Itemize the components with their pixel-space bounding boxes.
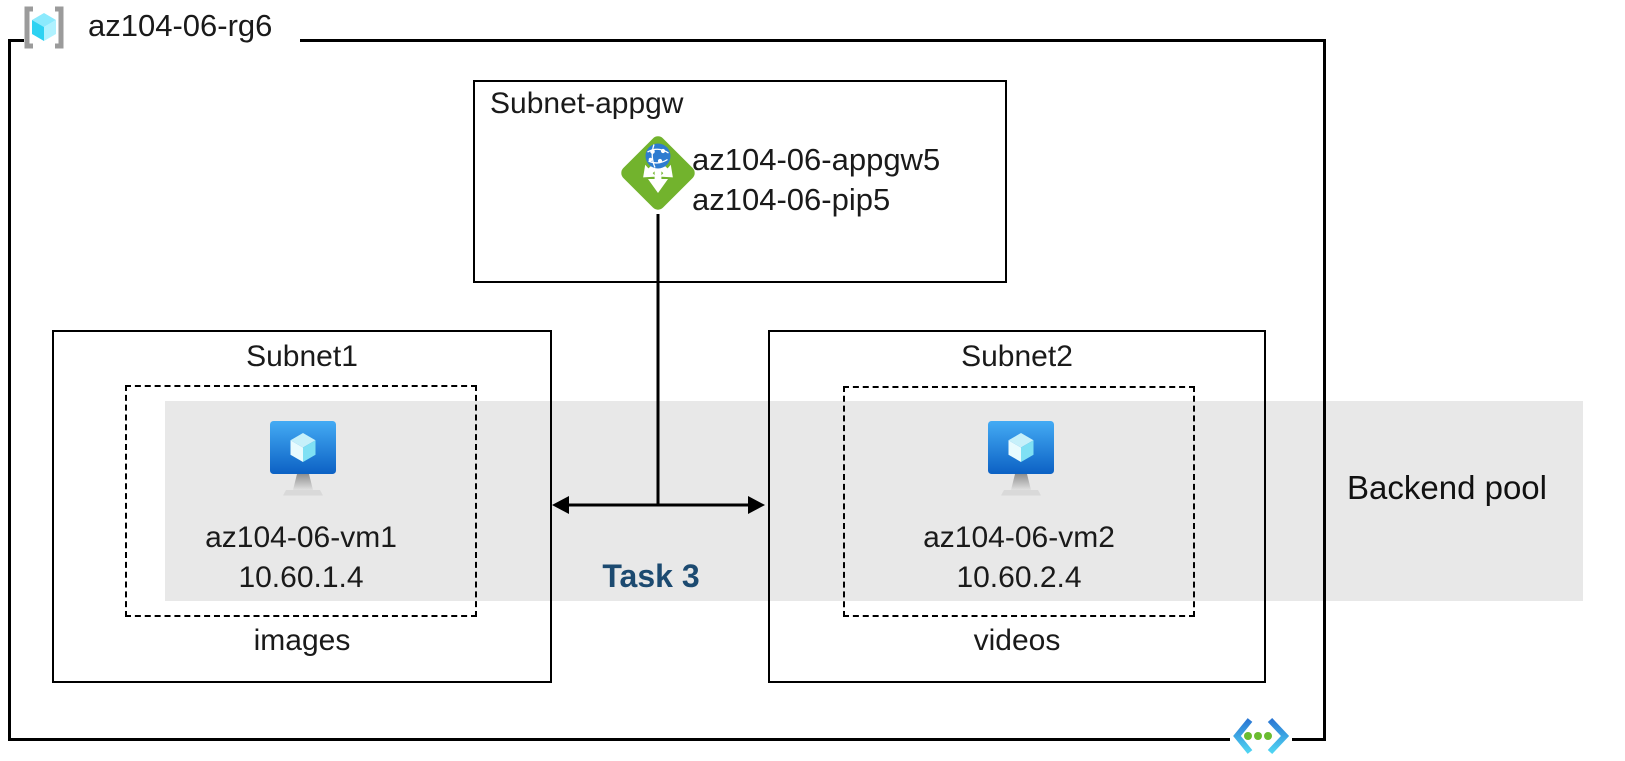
virtual-network-icon [1233,717,1289,755]
resource-group-icon [24,6,64,49]
application-gateway-names: az104-06-appgw5 az104-06-pip5 [692,140,940,220]
resource-group-border-gap [24,35,300,46]
virtual-machine-icon [988,421,1054,496]
backend-pool-label: Backend pool [1347,469,1547,506]
subnet1-box [52,330,552,683]
vm2-text: az104-06-vm2 10.60.2.4 [843,518,1195,598]
subnet1-label: Subnet1 [246,340,358,373]
task-label: Task 3 [602,558,700,594]
application-gateway-icon [621,136,695,210]
vm1-name: az104-06-vm1 [205,521,397,554]
subnet-appgw-box [473,80,1007,283]
vm2-name: az104-06-vm2 [923,521,1115,554]
subnet-appgw-label: Subnet-appgw [490,87,684,120]
resource-group-box [8,39,1326,741]
subnet1-vm-dashed-box [125,385,477,617]
subnet2-vm-dashed-box [843,386,1195,617]
subnet2-caption: videos [973,624,1061,657]
subnet2-box [768,330,1266,683]
vm2-ip: 10.60.2.4 [956,561,1082,594]
application-gateway-name: az104-06-appgw5 [692,142,941,177]
subnet1-caption: images [253,624,351,657]
public-ip-name: az104-06-pip5 [692,182,891,217]
vm1-ip: 10.60.1.4 [238,561,364,594]
subnet2-label: Subnet2 [961,340,1073,373]
resource-group-name: az104-06-rg6 [88,8,273,43]
backend-pool-band [165,401,1583,601]
vm1-text: az104-06-vm1 10.60.1.4 [125,518,477,598]
virtual-machine-icon [270,421,336,496]
